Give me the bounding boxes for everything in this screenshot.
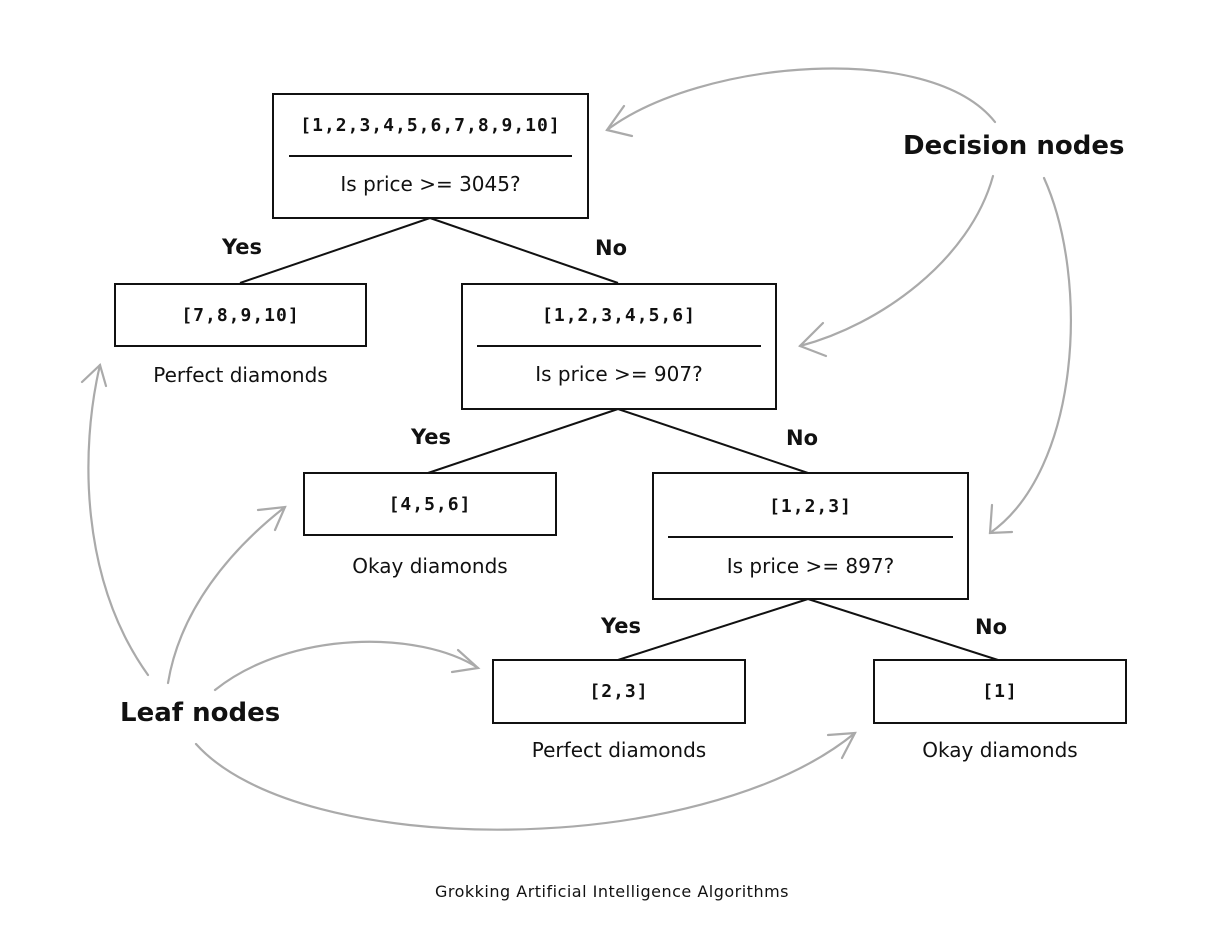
node3-divider: [668, 536, 953, 538]
leaf-node-yes1: [7,8,9,10]: [114, 283, 367, 347]
decision-arrow-node3: [988, 176, 1072, 535]
leaf-yes3-data-values: [2,3]: [589, 681, 649, 702]
leaf-no3-data-values: [1]: [982, 681, 1018, 702]
leaf-node-yes2: [4,5,6]: [303, 472, 557, 536]
root-divider: [289, 155, 572, 157]
footer-caption: Grokking Artificial Intelligence Algorit…: [434, 882, 790, 901]
branch-yes-1: Yes: [222, 235, 263, 259]
leaf-yes3-label: Perfect diamonds: [531, 738, 707, 762]
leaf-node-yes3: [2,3]: [492, 659, 746, 724]
decision-node-2: [1,2,3,4,5,6] Is price >= 907?: [461, 283, 777, 410]
edge-root-no: [429, 217, 619, 284]
edge-node3-no: [807, 598, 999, 661]
leaf-arrow-no3: [194, 731, 857, 831]
decision-nodes-callout: Decision nodes: [903, 131, 1125, 161]
decision-arrowhead-node2: [798, 321, 828, 358]
root-question: Is price >= 3045?: [340, 172, 521, 196]
root-data-values: [1,2,3,4,5,6,7,8,9,10]: [300, 115, 561, 136]
decision-node-3: [1,2,3] Is price >= 897?: [652, 472, 969, 600]
edge-node2-no: [617, 408, 809, 474]
leaf-nodes-callout: Leaf nodes: [120, 698, 281, 728]
leaf-arrowhead-yes1: [80, 362, 108, 388]
leaf-arrow-yes3: [213, 640, 480, 692]
decision-arrow-node2: [798, 174, 995, 348]
leaf-arrowhead-no3: [826, 731, 857, 760]
decision-arrowhead-node3: [988, 503, 1014, 535]
node3-question: Is price >= 897?: [726, 554, 895, 578]
decision-arrow-root: [605, 67, 997, 132]
branch-yes-3: Yes: [601, 614, 642, 638]
node2-data-values: [1,2,3,4,5,6]: [542, 305, 696, 326]
edge-node2-yes: [427, 408, 619, 474]
root-decision-node: [1,2,3,4,5,6,7,8,9,10] Is price >= 3045?: [272, 93, 589, 219]
leaf-yes1-label: Perfect diamonds: [153, 363, 328, 387]
decision-arrowhead-root: [605, 104, 634, 138]
leaf-arrow-yes1: [87, 363, 150, 677]
branch-no-2: No: [786, 426, 819, 450]
leaf-yes2-label: Okay diamonds: [352, 554, 508, 578]
node2-divider: [477, 345, 761, 347]
leaf-node-no3: [1]: [873, 659, 1127, 724]
leaf-arrow-yes2: [166, 505, 287, 685]
edge-root-yes: [239, 217, 431, 284]
node3-data-values: [1,2,3]: [769, 496, 852, 517]
branch-no-1: No: [595, 236, 628, 260]
leaf-arrowhead-yes2: [256, 505, 287, 532]
branch-yes-2: Yes: [411, 425, 452, 449]
leaf-arrowhead-yes3: [450, 648, 481, 674]
leaf-no3-label: Okay diamonds: [922, 738, 1078, 762]
branch-no-3: No: [975, 615, 1008, 639]
edge-node3-yes: [617, 598, 809, 661]
node2-question: Is price >= 907?: [535, 362, 703, 386]
leaf-yes1-data-values: [7,8,9,10]: [181, 305, 300, 326]
leaf-yes2-data-values: [4,5,6]: [388, 494, 472, 515]
